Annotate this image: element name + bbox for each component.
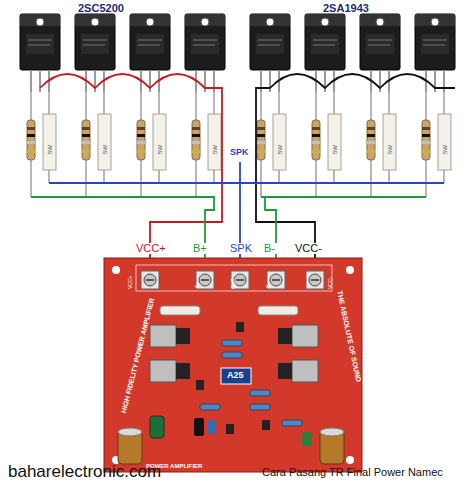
- resistor-set: [257, 92, 286, 197]
- resistor-set: [367, 92, 396, 197]
- power-transistor: [360, 14, 400, 92]
- silkscreen-text: B-: [266, 283, 271, 288]
- power-transistor: [305, 14, 345, 92]
- resistor-set: [27, 92, 56, 197]
- signal-name: SPK: [228, 148, 251, 157]
- terminal-label: B-: [262, 243, 277, 254]
- resistor-set: [192, 92, 221, 197]
- resistor-marking: 5W: [332, 145, 338, 154]
- power-transistor: [130, 14, 170, 92]
- resistor-marking: 5W: [442, 145, 448, 154]
- silkscreen-text: B+: [195, 282, 200, 288]
- resistor-marking: 5W: [387, 145, 393, 154]
- power-transistor: [20, 14, 60, 92]
- resistor-marking: 5W: [157, 145, 163, 154]
- resistor-set: [82, 92, 111, 197]
- resistor-set: [137, 92, 166, 197]
- power-transistor: [415, 14, 455, 92]
- watermark: baharelectronic.com: [8, 463, 161, 480]
- silkscreen-text: OUT: [231, 278, 236, 289]
- resistor-set: [312, 92, 341, 197]
- logo-text: A25: [227, 371, 244, 380]
- silkscreen-text: VCC+: [128, 276, 133, 289]
- part-number: 2SA1943: [323, 3, 369, 14]
- resistor-set: [422, 92, 451, 197]
- resistor-marking: 5W: [47, 145, 53, 154]
- part-number: 2SC5200: [78, 3, 124, 14]
- caption: Cara Pasang TR Final Power Namec: [262, 467, 443, 478]
- power-transistor: [75, 14, 115, 92]
- resistor-marking: 5W: [102, 145, 108, 154]
- terminal-label: VCC-: [293, 243, 324, 254]
- power-transistor: [250, 14, 290, 92]
- silkscreen-text: VCC-: [328, 277, 333, 289]
- power-transistor: [185, 14, 225, 92]
- terminal-label: B+: [191, 243, 209, 254]
- terminal-label: SPK: [228, 243, 254, 254]
- resistor-marking: 5W: [277, 145, 283, 154]
- terminal-label: VCC+: [134, 243, 168, 254]
- resistor-marking: 5W: [212, 145, 218, 154]
